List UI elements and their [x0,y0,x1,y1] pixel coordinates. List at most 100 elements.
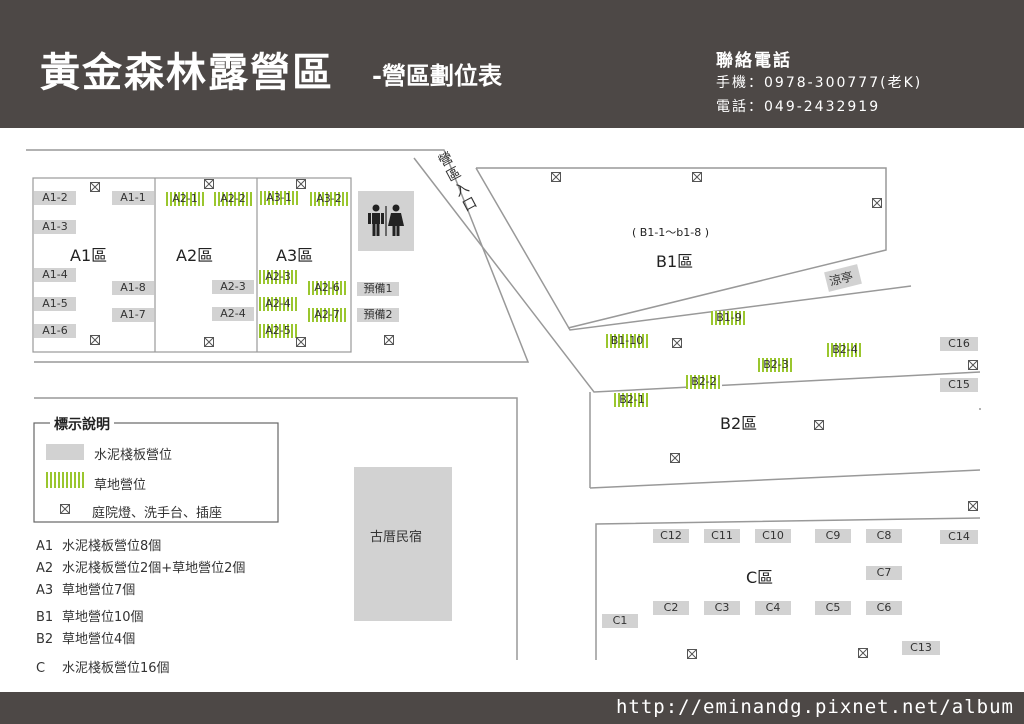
plot-a3-7[interactable]: A2-7 [308,308,346,322]
plot-a1-1[interactable]: A1-1 [112,191,154,205]
plot-b2-3[interactable]: B2-3 [758,358,794,372]
lamp-icon [90,182,100,192]
plot-a3-5[interactable]: A2-5 [259,324,297,338]
plot-c15[interactable]: C15 [940,378,978,392]
footer-url[interactable]: http://eminandg.pixnet.net/album [615,696,1014,718]
plot-a3-6[interactable]: A2-6 [308,281,346,295]
lamp-icon [90,335,100,345]
summary-code: A2 [36,561,54,576]
lamp-icon [687,649,697,659]
plot-a1-2[interactable]: A1-2 [34,191,76,205]
plot-a1-7[interactable]: A1-7 [112,308,154,322]
plot-a1-5[interactable]: A1-5 [34,297,76,311]
legend-frame [33,422,279,523]
plot-b2-1[interactable]: B2-1 [614,393,650,407]
plot-reserve-1[interactable]: 預備1 [357,282,399,296]
b1-area-outline [476,167,887,329]
plot-c14[interactable]: C14 [940,530,978,544]
lamp-icon [551,172,561,182]
summary-row: C 水泥棧板營位16個 [36,657,170,676]
plot-c16[interactable]: C16 [940,337,978,351]
legend-cement-label: 水泥棧板營位 [94,448,173,463]
plot-c6[interactable]: C6 [866,601,902,615]
summary-code: A3 [36,583,54,598]
summary-code: C [36,661,46,676]
legend-grass-stripes [46,472,84,488]
lamp-icon [204,337,214,347]
legend-cement-swatch [46,444,84,460]
restroom-icon [366,204,406,238]
entrance-road-edge [413,157,981,393]
plot-b2-2[interactable]: B2-2 [686,375,722,389]
contact-mobile: 手機：0978-300777(老K) [716,75,923,91]
summary-desc: 草地營位7個 [62,583,136,598]
footer-bar: http://eminandg.pixnet.net/album [0,692,1024,724]
zone-label-b1: B1區 [656,252,694,271]
lamp-icon [968,360,978,370]
summary-desc: 草地營位4個 [62,632,136,647]
plot-a2-1[interactable]: A2-1 [166,192,204,206]
plot-a3-3[interactable]: A2-3 [259,270,297,284]
lamp-icon [968,501,978,511]
plot-b2-4[interactable]: B2-4 [827,343,863,357]
lamp-icon [296,179,306,189]
lamp-icon [670,453,680,463]
road-edge-north [26,149,530,363]
guesthouse-label: 古厝民宿 [370,530,423,545]
plot-b1-9[interactable]: B1-9 [711,311,747,325]
plot-a2-4[interactable]: A2-4 [212,307,254,321]
zone-label-a2: A2區 [176,246,214,265]
plot-c4[interactable]: C4 [755,601,791,615]
plot-c2[interactable]: C2 [653,601,689,615]
plot-c10[interactable]: C10 [755,529,791,543]
summary-desc: 水泥棧板營位16個 [62,661,170,676]
plot-a1-3[interactable]: A1-3 [34,220,76,234]
summary-row: A3 草地營位7個 [36,579,135,598]
plot-c8[interactable]: C8 [866,529,902,543]
zone-label-a3: A3區 [276,246,314,265]
plot-reserve-2[interactable]: 預備2 [357,308,399,322]
plot-c13[interactable]: C13 [902,641,940,655]
lamp-icon [858,648,868,658]
zone-b1-range: ( B1-1～b1-8 ) [632,226,710,239]
legend-grass-label: 草地營位 [94,478,147,493]
lamp-icon [814,420,824,430]
summary-desc: 水泥棧板營位8個 [62,539,162,554]
plot-c3[interactable]: C3 [704,601,740,615]
plot-a2-3[interactable]: A2-3 [212,280,254,294]
plot-a3-1[interactable]: A3-1 [260,191,298,205]
plot-c9[interactable]: C9 [815,529,851,543]
plot-a2-2[interactable]: A2-2 [214,192,252,206]
summary-row: B2 草地營位4個 [36,628,135,647]
zone-label-a1: A1區 [70,246,108,265]
summary-code: B1 [36,610,54,625]
header-bar: 黃金森林露營區 -營區劃位表 聯絡電話 手機：0978-300777(老K) 電… [0,0,1024,128]
b2-area-outline [589,469,981,489]
summary-code: B2 [36,632,54,647]
plot-a1-4[interactable]: A1-4 [34,268,76,282]
contact-phone: 電話：049-2432919 [716,99,881,115]
road-edge-west [34,397,518,660]
lamp-icon [60,504,70,514]
plot-a1-8[interactable]: A1-8 [112,281,154,295]
plot-c1[interactable]: C1 [602,614,638,628]
page-title: 黃金森林露營區 [40,49,334,96]
plot-a3-4[interactable]: A2-4 [259,297,297,311]
plot-c5[interactable]: C5 [815,601,851,615]
plot-c11[interactable]: C11 [704,529,740,543]
plot-a1-6[interactable]: A1-6 [34,324,76,338]
contact-title: 聯絡電話 [716,51,792,71]
plot-c7[interactable]: C7 [866,566,902,580]
c-area-outline [595,517,981,660]
lamp-icon [296,337,306,347]
plot-b1-10[interactable]: B1-10 [606,334,648,348]
lamp-icon [204,179,214,189]
legend-title: 標示說明 [50,414,114,434]
plot-a3-2[interactable]: A3-2 [310,192,348,206]
entrance-road-edge-inner [475,167,912,331]
lamp-icon [384,335,394,345]
zone-label-c: C區 [746,568,774,587]
plot-c12[interactable]: C12 [653,529,689,543]
